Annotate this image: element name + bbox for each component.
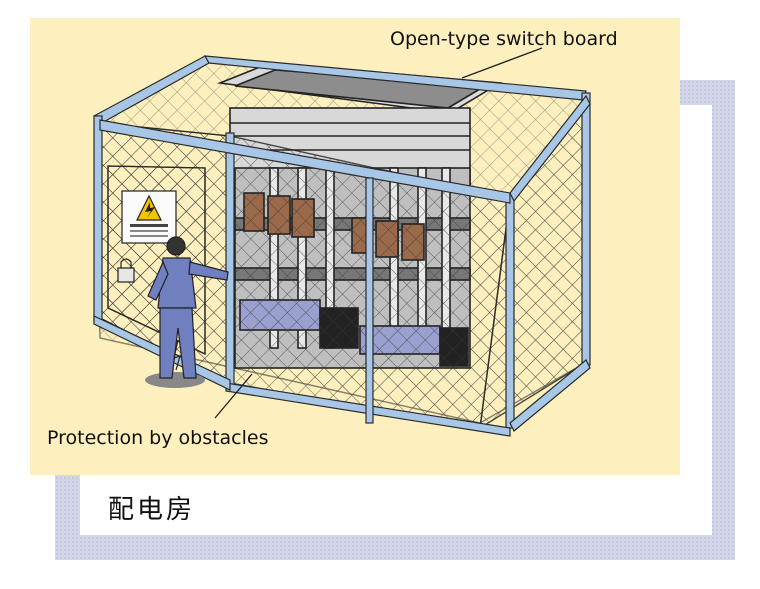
substation-illustration bbox=[30, 18, 680, 475]
illustration-svg bbox=[93, 47, 591, 437]
padlock-icon bbox=[117, 258, 135, 283]
switchboard-label: Open-type switch board bbox=[390, 28, 618, 50]
caption: 配电房 bbox=[108, 495, 196, 525]
cage-frame bbox=[93, 55, 591, 437]
worker-figure bbox=[145, 236, 229, 388]
leader-lines bbox=[214, 47, 543, 419]
high-voltage-warning-sign bbox=[121, 190, 177, 244]
protection-label: Protection by obstacles bbox=[47, 427, 269, 449]
